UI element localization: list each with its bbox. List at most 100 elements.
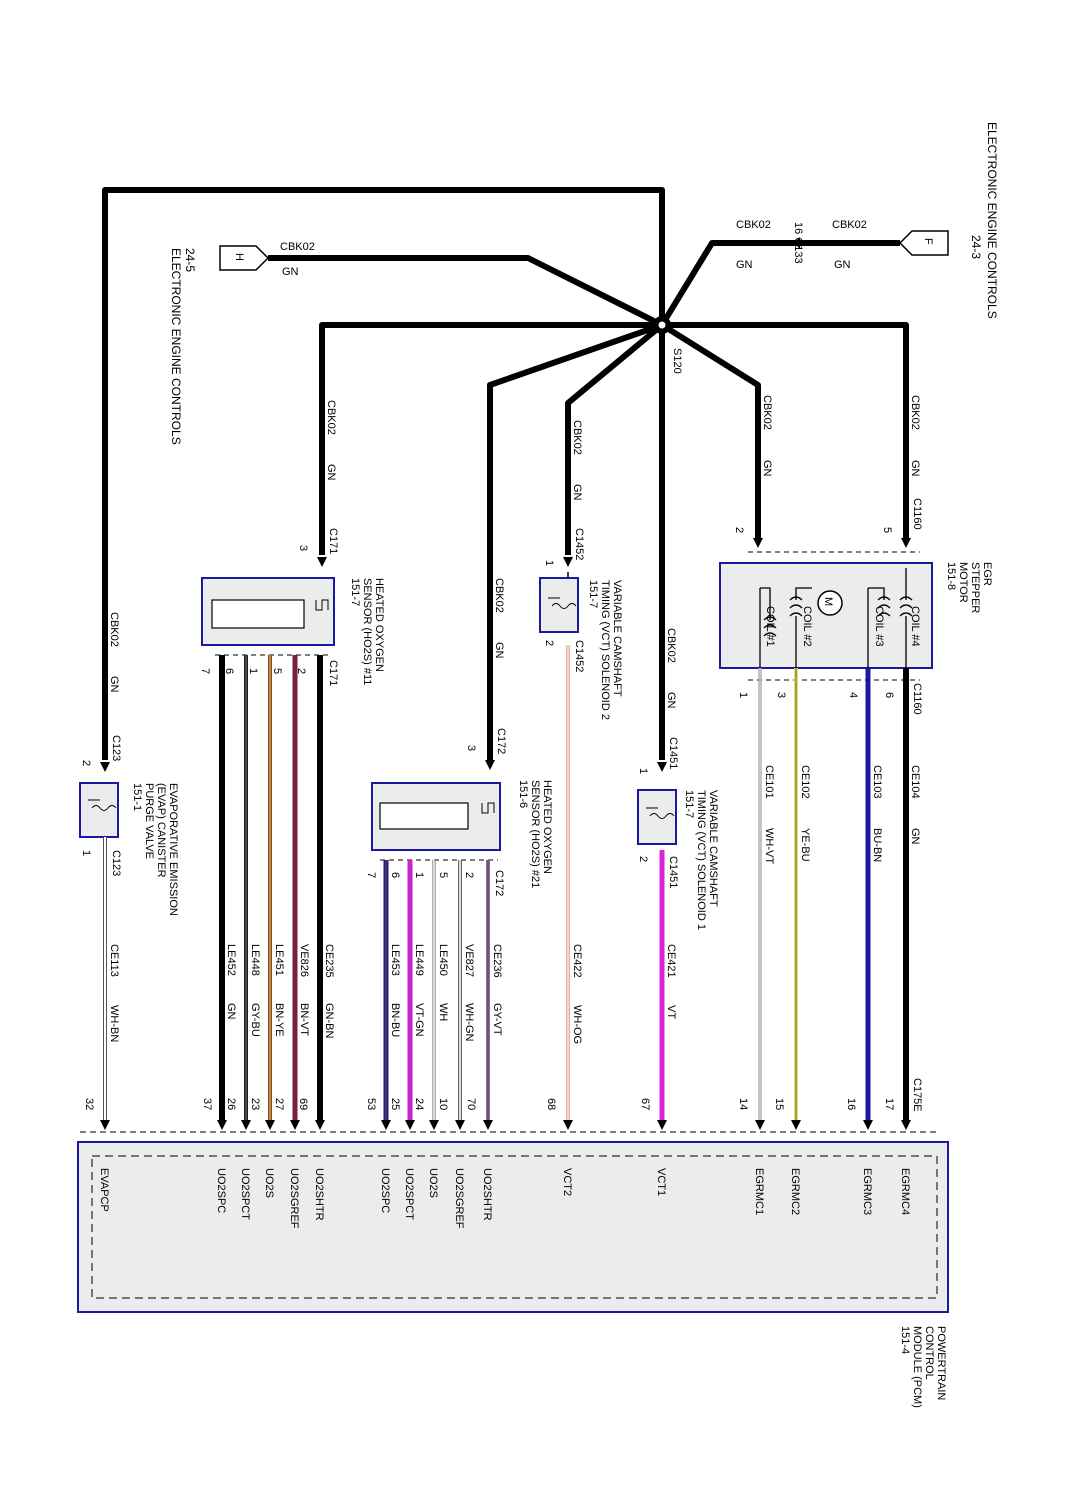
ground-arrows <box>100 237 911 772</box>
svg-text:GN: GN <box>108 676 120 693</box>
svg-text:UO2SHTR: UO2SHTR <box>481 1168 493 1221</box>
svg-text:COIL #4: COIL #4 <box>909 606 921 647</box>
svg-text:POWERTRAIN: POWERTRAIN <box>935 1326 947 1400</box>
svg-text:2: 2 <box>543 640 555 646</box>
svg-text:GN: GN <box>736 259 753 271</box>
svg-text:BN-VT: BN-VT <box>298 1003 310 1036</box>
svg-text:C171: C171 <box>327 660 339 686</box>
svg-text:WH-GN: WH-GN <box>463 1003 475 1042</box>
svg-text:HEATED OXYGEN: HEATED OXYGEN <box>541 780 553 874</box>
heater-21-icon <box>481 802 495 814</box>
svg-text:COIL #3: COIL #3 <box>873 606 885 647</box>
svg-text:CE104: CE104 <box>909 765 921 799</box>
svg-text:GY-VT: GY-VT <box>491 1003 503 1036</box>
svg-text:C172: C172 <box>495 728 507 754</box>
wire-ho2s21-ground <box>487 322 663 760</box>
svg-text:STEPPER: STEPPER <box>969 562 981 613</box>
solenoid-1-icon <box>646 807 675 819</box>
svg-text:SENSOR (HO2S) #11: SENSOR (HO2S) #11 <box>361 578 373 685</box>
egr-stepper-motor: M <box>719 551 933 681</box>
labels: ELECTRONIC ENGINE CONTROLS 24-3 CBK02 GN… <box>80 122 999 1408</box>
svg-text:C1452: C1452 <box>573 528 585 560</box>
svg-text:1: 1 <box>247 668 259 674</box>
svg-text:1: 1 <box>543 560 555 566</box>
svg-text:CE103: CE103 <box>871 765 883 799</box>
svg-text:M: M <box>822 597 834 606</box>
wire-ho2s11-ground <box>319 322 662 555</box>
connector-h: H <box>219 245 270 271</box>
svg-text:16: 16 <box>845 1098 857 1110</box>
svg-text:BN-BU: BN-BU <box>389 1003 401 1037</box>
svg-text:37: 37 <box>201 1098 213 1110</box>
svg-text:17: 17 <box>883 1098 895 1110</box>
svg-text:3: 3 <box>465 745 477 751</box>
svg-text:WH: WH <box>437 1003 449 1021</box>
svg-text:LE451: LE451 <box>273 944 285 976</box>
svg-text:VT: VT <box>665 1005 677 1019</box>
coil-1-icon <box>759 587 777 668</box>
purge-valve-icon <box>88 799 117 811</box>
svg-text:23: 23 <box>249 1098 261 1110</box>
connector-f: F <box>898 230 949 256</box>
svg-text:MODULE (PCM): MODULE (PCM) <box>911 1326 923 1408</box>
svg-text:CE113: CE113 <box>108 944 120 977</box>
svg-text:4: 4 <box>847 692 859 698</box>
svg-text:UO2SGREF: UO2SGREF <box>453 1168 465 1229</box>
coil-2-icon <box>789 587 812 668</box>
svg-text:GN: GN <box>665 692 677 709</box>
svg-text:6: 6 <box>883 692 895 698</box>
svg-text:5: 5 <box>271 668 283 674</box>
svg-text:27: 27 <box>273 1098 285 1110</box>
eec-top-label: ELECTRONIC ENGINE CONTROLS <box>985 122 999 319</box>
svg-text:SENSOR (HO2S) #21: SENSOR (HO2S) #21 <box>529 780 541 888</box>
svg-text:26: 26 <box>225 1098 237 1110</box>
svg-text:C1451: C1451 <box>667 737 679 769</box>
svg-text:2: 2 <box>463 872 475 878</box>
svg-text:LE453: LE453 <box>389 944 401 976</box>
svg-text:F: F <box>922 238 934 245</box>
svg-text:CBK02: CBK02 <box>736 219 771 231</box>
svg-text:24-3: 24-3 <box>969 235 983 259</box>
svg-text:VARIABLE CAMSHAFT: VARIABLE CAMSHAFT <box>707 790 719 907</box>
svg-text:EGR: EGR <box>981 562 993 586</box>
svg-text:UO2S: UO2S <box>427 1168 439 1198</box>
svg-text:WH-OG: WH-OG <box>571 1005 583 1044</box>
svg-text:25: 25 <box>389 1098 401 1110</box>
pcm-arrows <box>100 1120 911 1130</box>
svg-text:EGRMC4: EGRMC4 <box>899 1168 911 1215</box>
svg-text:69: 69 <box>297 1098 309 1110</box>
svg-text:32: 32 <box>83 1098 95 1110</box>
svg-text:53: 53 <box>365 1098 377 1110</box>
vct-solenoid-1 <box>637 789 677 845</box>
svg-text:COIL #2: COIL #2 <box>801 606 813 647</box>
svg-text:C1160: C1160 <box>911 498 923 530</box>
svg-text:CBK02: CBK02 <box>832 219 867 231</box>
svg-text:CBK02: CBK02 <box>325 400 337 435</box>
svg-text:6: 6 <box>223 668 235 674</box>
svg-text:CE101: CE101 <box>763 765 775 799</box>
svg-text:151-4: 151-4 <box>899 1326 911 1354</box>
svg-text:CE235: CE235 <box>323 944 335 978</box>
svg-text:1: 1 <box>80 850 92 856</box>
svg-text:COIL #1: COIL #1 <box>764 606 776 647</box>
svg-text:LE448: LE448 <box>249 944 261 976</box>
svg-text:1: 1 <box>637 768 649 774</box>
svg-text:CBK02: CBK02 <box>280 241 315 253</box>
svg-text:70: 70 <box>465 1098 477 1110</box>
wire-vct2-ground <box>565 322 664 555</box>
svg-text:CE102: CE102 <box>799 765 811 799</box>
ho2s-11-sensor <box>201 577 335 656</box>
svg-text:(EVAP) CANISTER: (EVAP) CANISTER <box>155 783 167 878</box>
svg-text:GN: GN <box>909 828 921 845</box>
svg-text:GN: GN <box>225 1003 237 1020</box>
svg-text:EGRMC3: EGRMC3 <box>861 1168 873 1215</box>
svg-text:UO2SPCT: UO2SPCT <box>239 1168 251 1220</box>
svg-text:UO2SPC: UO2SPC <box>379 1168 391 1213</box>
svg-text:6: 6 <box>389 872 401 878</box>
svg-text:EGRMC2: EGRMC2 <box>789 1168 801 1215</box>
svg-text:TIMING (VCT) SOLENOID 2: TIMING (VCT) SOLENOID 2 <box>599 580 611 720</box>
svg-text:WH-VT: WH-VT <box>763 828 775 864</box>
svg-text:2: 2 <box>295 668 307 674</box>
svg-text:CBK02: CBK02 <box>108 612 120 647</box>
signal-wires <box>103 645 909 1120</box>
